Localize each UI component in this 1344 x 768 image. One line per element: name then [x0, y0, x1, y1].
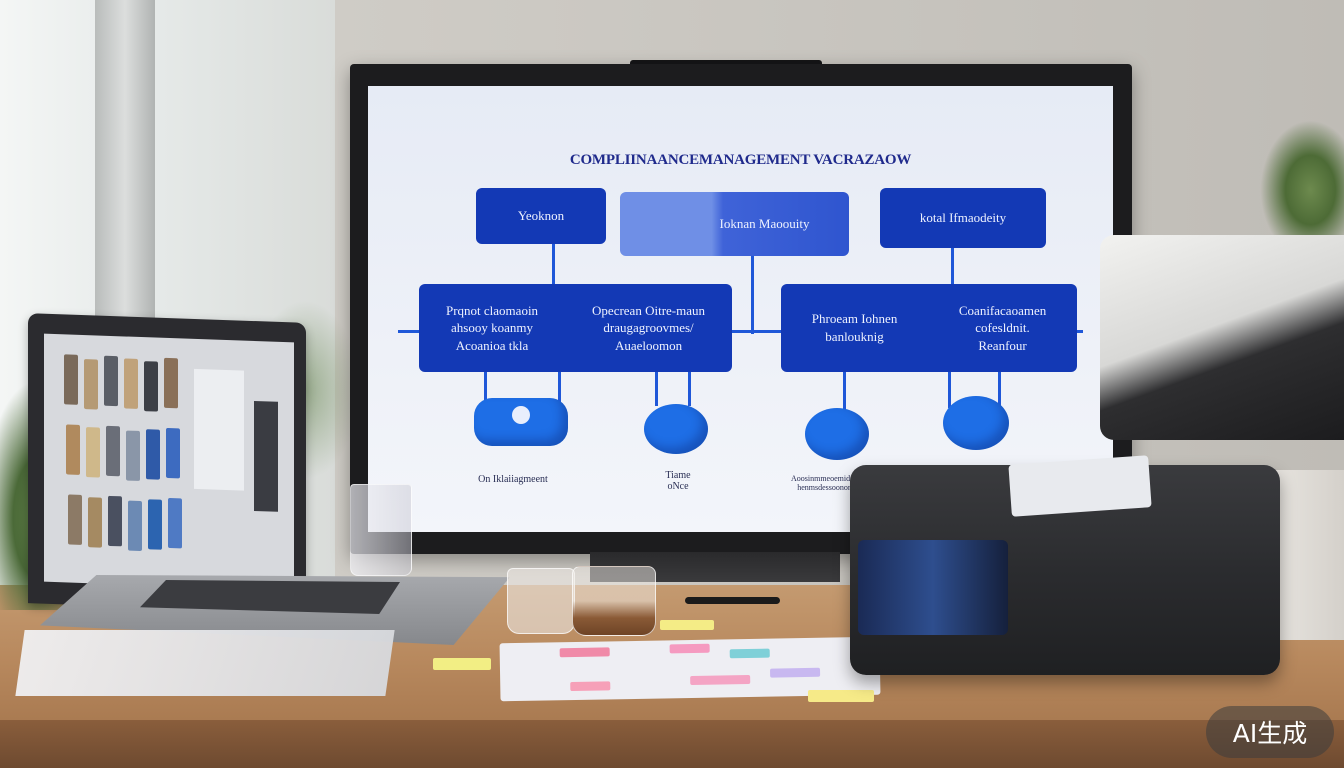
- diagram-mid-box-left-text-2: Opecrean Oitre-maun draugagroovmes/ Auae…: [592, 302, 706, 353]
- caption-3: Aoosinmmeoemidsdeomn henmsdessoonomnfdn: [791, 474, 875, 492]
- sticky-note-yellow: [808, 690, 874, 702]
- glass-cup: [507, 568, 575, 634]
- laptop-thumb: [108, 495, 122, 547]
- laptop-thumb: [84, 359, 98, 410]
- diagram-title: COMPLIINAANCEMANAGEMENT VACRAZAOW: [569, 152, 912, 168]
- speech-bubble-icon: [474, 398, 568, 446]
- bulb-icon-3: [805, 408, 869, 460]
- caption-1: On Iklaiiagmeent: [478, 474, 548, 485]
- scanner-device: [1100, 235, 1344, 440]
- bulb-icon-2: [644, 404, 708, 454]
- sticky-note: [669, 643, 710, 654]
- printer-paper: [1008, 455, 1152, 517]
- laptop-thumb: [88, 497, 102, 548]
- connector-3: [951, 248, 954, 286]
- laptop-thumb: [168, 497, 182, 549]
- laptop-thumb: [66, 424, 80, 475]
- diagram-mid-box-left: Prqnot claomaoin ahsooy koanmy Acoanioa …: [419, 284, 732, 372]
- coffee-cup: [572, 566, 656, 636]
- sticky-note-yellow: [660, 620, 714, 630]
- sticky-note: [729, 648, 770, 659]
- connector-1: [552, 244, 555, 286]
- laptop-sidebar: [254, 400, 278, 512]
- leg-2: [558, 372, 561, 406]
- leg-3: [655, 372, 658, 406]
- leg-7: [998, 372, 1001, 408]
- side-box: [1275, 470, 1344, 640]
- diagram-top-box-2: Ioknan Maoouity: [620, 192, 849, 256]
- diagram-top-box-3-label: kotal Ifmaodeity: [919, 210, 1007, 226]
- leg-5: [843, 372, 846, 412]
- drinking-glass: [350, 484, 412, 576]
- pen: [685, 597, 780, 604]
- diagram-top-box-3: kotal Ifmaodeity: [880, 188, 1046, 248]
- leg-4: [688, 372, 691, 406]
- laptop-thumb: [64, 354, 78, 405]
- laptop-panel: [194, 368, 244, 491]
- diagram-mid-box-right-text-2: Coanifacaoamen cofesldnit. Reanfour: [958, 302, 1047, 353]
- bulb-icon-4: [943, 396, 1009, 450]
- bubble-dot: [512, 406, 530, 424]
- laptop-thumb: [68, 494, 82, 545]
- laptop-thumb: [126, 430, 140, 481]
- monitor-screen: COMPLIINAANCEMANAGEMENT VACRAZAOW Yeokno…: [368, 86, 1113, 532]
- laptop-screen: [44, 333, 294, 591]
- diagram-mid-box-right: Phroeam Iohnen banlouknig Coanifacaoamen…: [781, 284, 1077, 372]
- laptop-thumb: [124, 358, 138, 409]
- laptop-thumb: [86, 427, 100, 478]
- diagram-mid-box-right-text-1: Phroeam Iohnen banlouknig: [811, 311, 898, 344]
- laptop-thumb: [104, 355, 118, 407]
- laptop-thumb: [128, 500, 142, 552]
- printer-display: [858, 540, 1008, 635]
- laptop-thumb: [166, 427, 180, 479]
- sticky-note: [559, 647, 610, 658]
- laptop-thumb: [164, 357, 178, 409]
- sticky-note: [690, 674, 751, 685]
- laptop-thumb: [146, 429, 160, 480]
- desk-edge: [0, 720, 1344, 768]
- caption-2: Tiame oNce: [665, 470, 691, 492]
- connector-horizontal: [398, 330, 1083, 333]
- connector-2: [751, 256, 754, 334]
- laptop-keyboard: [140, 580, 400, 614]
- laptop-thumb: [106, 425, 120, 477]
- window-frame: [95, 0, 155, 330]
- sticky-note: [570, 681, 611, 692]
- leg-6: [948, 372, 951, 408]
- sticky-note: [770, 667, 821, 678]
- diagram-mid-box-left-text-1: Prqnot claomaoin ahsooy koanmy Acoanioa …: [445, 302, 539, 353]
- laptop-thumb: [148, 499, 162, 550]
- ai-generated-badge: AI生成: [1206, 706, 1334, 758]
- papers-left: [15, 630, 395, 696]
- sticky-note-yellow: [433, 658, 491, 670]
- leg-1: [484, 372, 487, 406]
- diagram-top-box-2-label: Ioknan Maoouity: [719, 216, 810, 232]
- diagram-top-box-1: Yeoknon: [476, 188, 606, 244]
- diagram-top-box-1-label: Yeoknon: [517, 208, 565, 224]
- laptop-thumb: [144, 361, 158, 412]
